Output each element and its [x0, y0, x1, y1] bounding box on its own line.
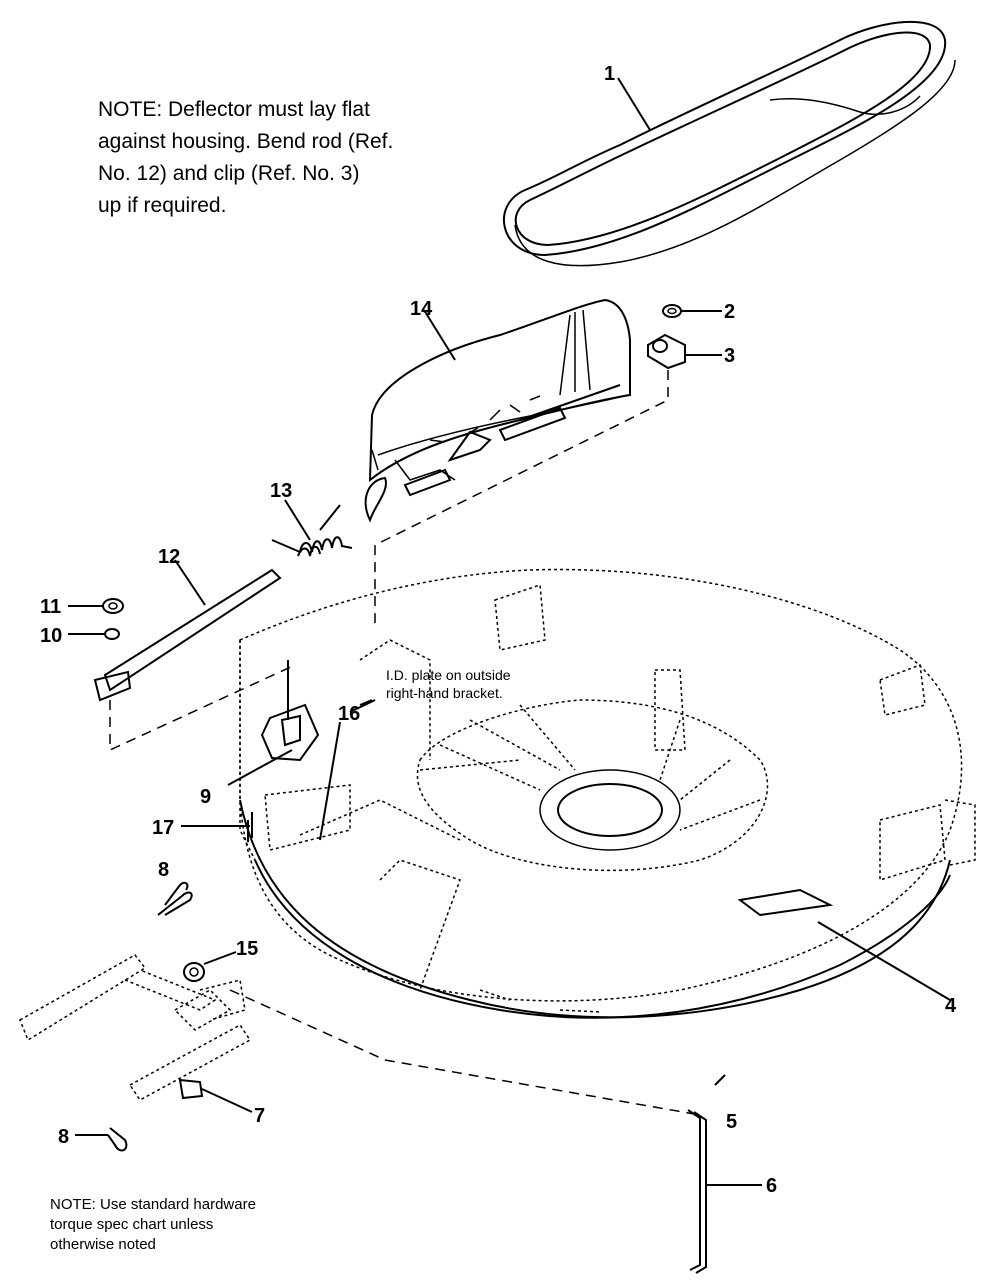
- hairpin-clip-upper: [157, 881, 193, 916]
- callout-numbers: 1 2 3 4 5 6 7 8 8 9 10 11 12 13 14 15 16…: [40, 63, 957, 1197]
- callout-3: 3: [724, 345, 735, 367]
- mower-housing: [181, 568, 976, 1019]
- callout-17: 17: [152, 817, 174, 839]
- callout-11: 11: [40, 596, 61, 618]
- belt-part: [502, 21, 956, 267]
- callout-8-upper: 8: [158, 859, 169, 881]
- nut-part-15: [183, 951, 237, 982]
- callout-16: 16: [338, 703, 360, 725]
- callout-1: 1: [604, 63, 615, 85]
- screw-part-9: [227, 660, 320, 786]
- note-torque: NOTE: Use standard hardware torque spec …: [50, 1196, 256, 1253]
- callout-12: 12: [158, 546, 180, 568]
- callout-4: 4: [945, 995, 957, 1017]
- callout-8-lower: 8: [58, 1126, 69, 1148]
- lift-bracket-assembly: [19, 954, 701, 1116]
- clip-part-3: [374, 333, 722, 630]
- washers-10-11: [68, 598, 124, 640]
- rod-part: [93, 559, 296, 752]
- deflector-part: [364, 298, 631, 523]
- callout-7: 7: [254, 1105, 265, 1127]
- note-deflector: NOTE: Deflector must lay flat against ho…: [98, 98, 394, 217]
- callout-5: 5: [726, 1111, 737, 1133]
- hairpin-clip-lower: [75, 1127, 128, 1152]
- washer-part-2: [662, 304, 722, 318]
- callout-6: 6: [766, 1175, 777, 1197]
- pin-part-5: [714, 1074, 726, 1086]
- callout-13: 13: [270, 480, 292, 502]
- leader-lines: [284, 77, 651, 713]
- spring-part: [271, 504, 353, 557]
- callout-9: 9: [200, 786, 211, 808]
- callout-2: 2: [724, 301, 735, 323]
- callout-15: 15: [236, 938, 258, 960]
- link-rod-part-6: [687, 1109, 762, 1274]
- callout-14: 14: [410, 298, 433, 320]
- id-plate-note: I.D. plate on outside right-hand bracket…: [386, 667, 511, 701]
- callout-10: 10: [40, 625, 62, 647]
